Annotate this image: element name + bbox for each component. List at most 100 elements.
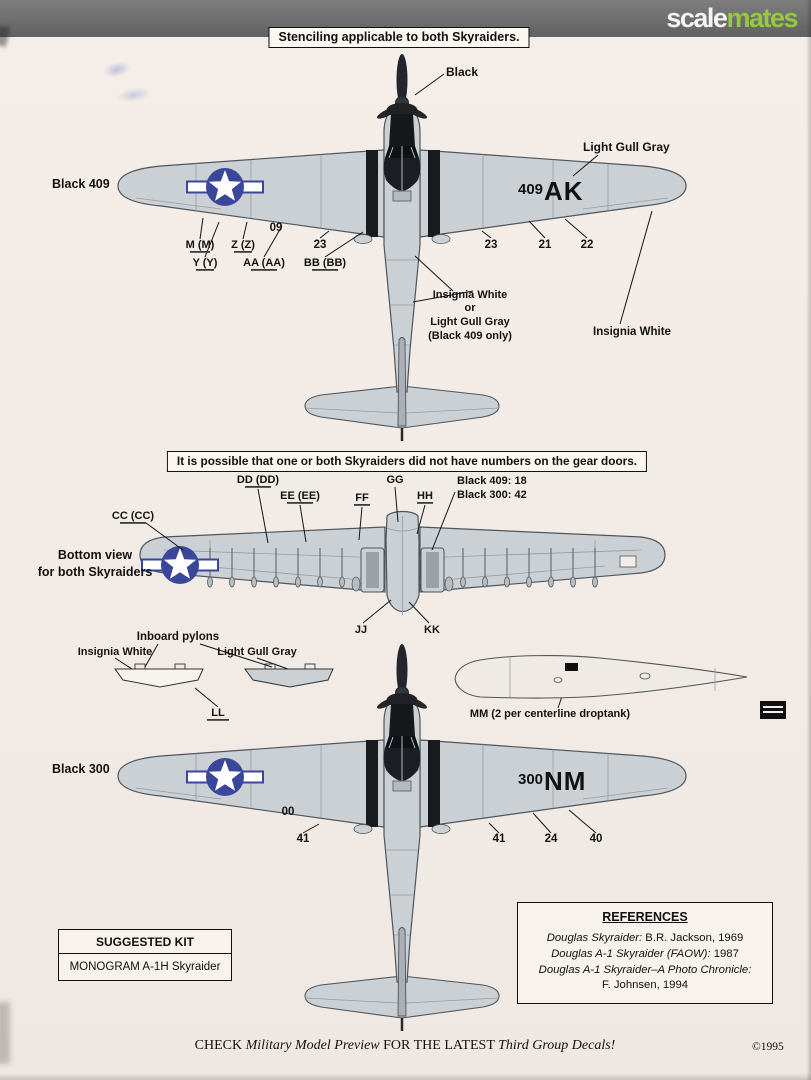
white-note-line1: Insignia White (433, 289, 508, 301)
tail-fin (397, 337, 407, 441)
inboard-pylons-label: Inboard pylons (137, 631, 219, 643)
bottom-wings (139, 526, 666, 593)
reference-detail-text: F. Johnsen, 1994 (601, 979, 689, 992)
reference-entry: Douglas A-1 Skyraider (FAOW): 1987 (522, 947, 768, 963)
white-note-line3: Light Gull Gray (430, 316, 510, 328)
bottom-view-side-label: Bottom view for both Skyraiders (26, 547, 164, 581)
wing-number-21: 21 (539, 239, 552, 251)
reference-entry: Douglas A-1 Skyraider–A Photo Chronicle: (522, 963, 768, 979)
reference-title-text: Douglas Skyraider: (546, 932, 643, 944)
footer-seg4: Third Group Decals! (498, 1038, 616, 1053)
wing-number-00: 00 (282, 806, 295, 818)
bottom-leader-lines (114, 486, 571, 709)
wing-numbers: 00 41 41 24 40 (282, 806, 603, 845)
tail-code: AK (544, 176, 584, 206)
reference-detail-text: B.R. Jackson, 1969 (642, 932, 744, 944)
references-title: REFERENCES (602, 910, 688, 924)
cowl-and-canopy (383, 103, 421, 202)
landing-gear-fairings (353, 824, 451, 834)
logo-text-mates: mates (726, 3, 798, 33)
wing-number-22: 22 (581, 239, 594, 251)
leader-lines (302, 809, 597, 834)
modex-number: 409 (518, 181, 543, 198)
footer-seg3: FOR THE LATEST (379, 1038, 499, 1053)
plane3-side-label: Black 300 (52, 762, 110, 776)
footer-seg2: Military Model Preview (245, 1038, 380, 1053)
wing-number-40: 40 (590, 833, 603, 845)
wing-number-09: 09 (270, 222, 283, 234)
tail-code: NM (544, 766, 586, 796)
stencil-callout-hh: HH (417, 490, 433, 502)
stencil-callout-m: M (M) (186, 239, 215, 251)
wing-number-23-right: 23 (485, 239, 498, 251)
reference-title-text: Douglas A-1 Skyraider (FAOW): (551, 947, 711, 960)
references-box: REFERENCES Douglas Skyraider: B.R. Jacks… (517, 902, 773, 1005)
mm-stencil-mark (565, 663, 578, 671)
stencil-callout-y: Y (Y) (193, 257, 218, 269)
gear-door-note-box: It is possible that one or both Skyraide… (166, 451, 648, 472)
wing-number-24: 24 (545, 833, 558, 845)
copyright-text: ©1995 (752, 1041, 784, 1053)
callout-labels: Black Light Gull Gray M (M) Z (Z) Y (Y) … (186, 65, 671, 342)
bottom-view-label-line1: Bottom view (57, 548, 133, 562)
insignia-white-callout: Insignia White (593, 326, 671, 338)
page-edge-shadow (0, 1073, 811, 1080)
logo-text-scale: scale (666, 3, 728, 33)
tail-code-marking: 409 AK (518, 176, 584, 206)
centerline-droptank (454, 655, 748, 699)
skyraider-top-view-black-409: 409 AK Black Light Gull Gray M (M) Z (Z)… (117, 54, 687, 441)
bottom-fine-print-dashes (120, 486, 433, 721)
stencil-callout-ll: LL (211, 707, 225, 719)
pylon-insignia-white-label: Insignia White (78, 646, 153, 658)
walkway-panels (366, 150, 440, 237)
stencil-callout-aa: AA (AA) (243, 257, 285, 269)
white-note-line4: (Black 409 only) (428, 330, 512, 342)
scalemates-logo[interactable]: scalemates (666, 3, 798, 33)
footer-promo-text: CHECK Military Model Preview FOR THE LAT… (195, 1038, 616, 1054)
scan-smudge (0, 1002, 10, 1064)
mm-droptank-label: MM (2 per centerline droptank) (470, 708, 630, 720)
suggested-kit-box: SUGGESTED KIT MONOGRAM A-1H Skyraider (58, 929, 232, 981)
third-group-stamp (760, 701, 786, 719)
wing-number-23-left: 23 (314, 239, 327, 251)
gear-number-409: Black 409: 18 (457, 475, 527, 487)
stencil-callout-jj: JJ (355, 624, 367, 636)
stencil-callout-z: Z (Z) (231, 239, 255, 251)
skyraider-top-view-black-300: 300 NM 00 41 41 24 40 (117, 644, 687, 1031)
stencil-callout-ee: EE (EE) (280, 490, 320, 502)
wing-number-41-right: 41 (493, 833, 506, 845)
footer-seg1: CHECK (194, 1038, 246, 1053)
page-edge-shadow (806, 0, 811, 1080)
suggested-kit-title: SUGGESTED KIT (59, 930, 231, 954)
stencil-note-box: Stenciling applicable to both Skyraiders… (268, 27, 530, 48)
stencil-callout-ff: FF (355, 492, 369, 504)
stencil-callout-kk: KK (424, 624, 440, 636)
reference-detail-text: 1987 (710, 947, 739, 960)
modex-number: 300 (518, 771, 543, 788)
pylon-light-gull-gray-label: Light Gull Gray (217, 646, 297, 658)
fine-print-dashes (190, 251, 338, 271)
stencil-callout-bb: BB (BB) (304, 257, 346, 269)
stencil-callout-gg: GG (386, 474, 403, 486)
wing-number-41-left: 41 (297, 833, 310, 845)
reference-title-text: Douglas A-1 Skyraider–A Photo Chronicle: (538, 963, 752, 976)
reference-entry: Douglas Skyraider: B.R. Jackson, 1969 (522, 931, 768, 947)
bottom-callouts: CC (CC) DD (DD) EE (EE) FF GG HH Black 4… (78, 474, 631, 720)
underwing-pylons (207, 548, 598, 592)
cowl-and-canopy (383, 693, 421, 792)
white-note-line2: or (465, 302, 477, 314)
inboard-pylon-detail (114, 663, 334, 688)
gear-number-300: Black 300: 42 (457, 489, 527, 501)
stencil-callout-dd: DD (DD) (237, 474, 279, 486)
reference-entry: F. Johnsen, 1994 (522, 978, 768, 994)
tail-fin (397, 927, 407, 1031)
walkway-panels (366, 740, 440, 827)
stencil-callout-cc: CC (CC) (112, 510, 154, 522)
plane1-side-label: Black 409 (52, 177, 110, 191)
light-gull-gray-callout: Light Gull Gray (583, 140, 670, 154)
skyraider-bottom-view: CC (CC) DD (DD) EE (EE) FF GG HH Black 4… (78, 474, 786, 721)
leader-lines (199, 73, 653, 325)
tail-code-marking: 300 NM (518, 766, 586, 796)
bottom-fuselage (360, 510, 445, 615)
